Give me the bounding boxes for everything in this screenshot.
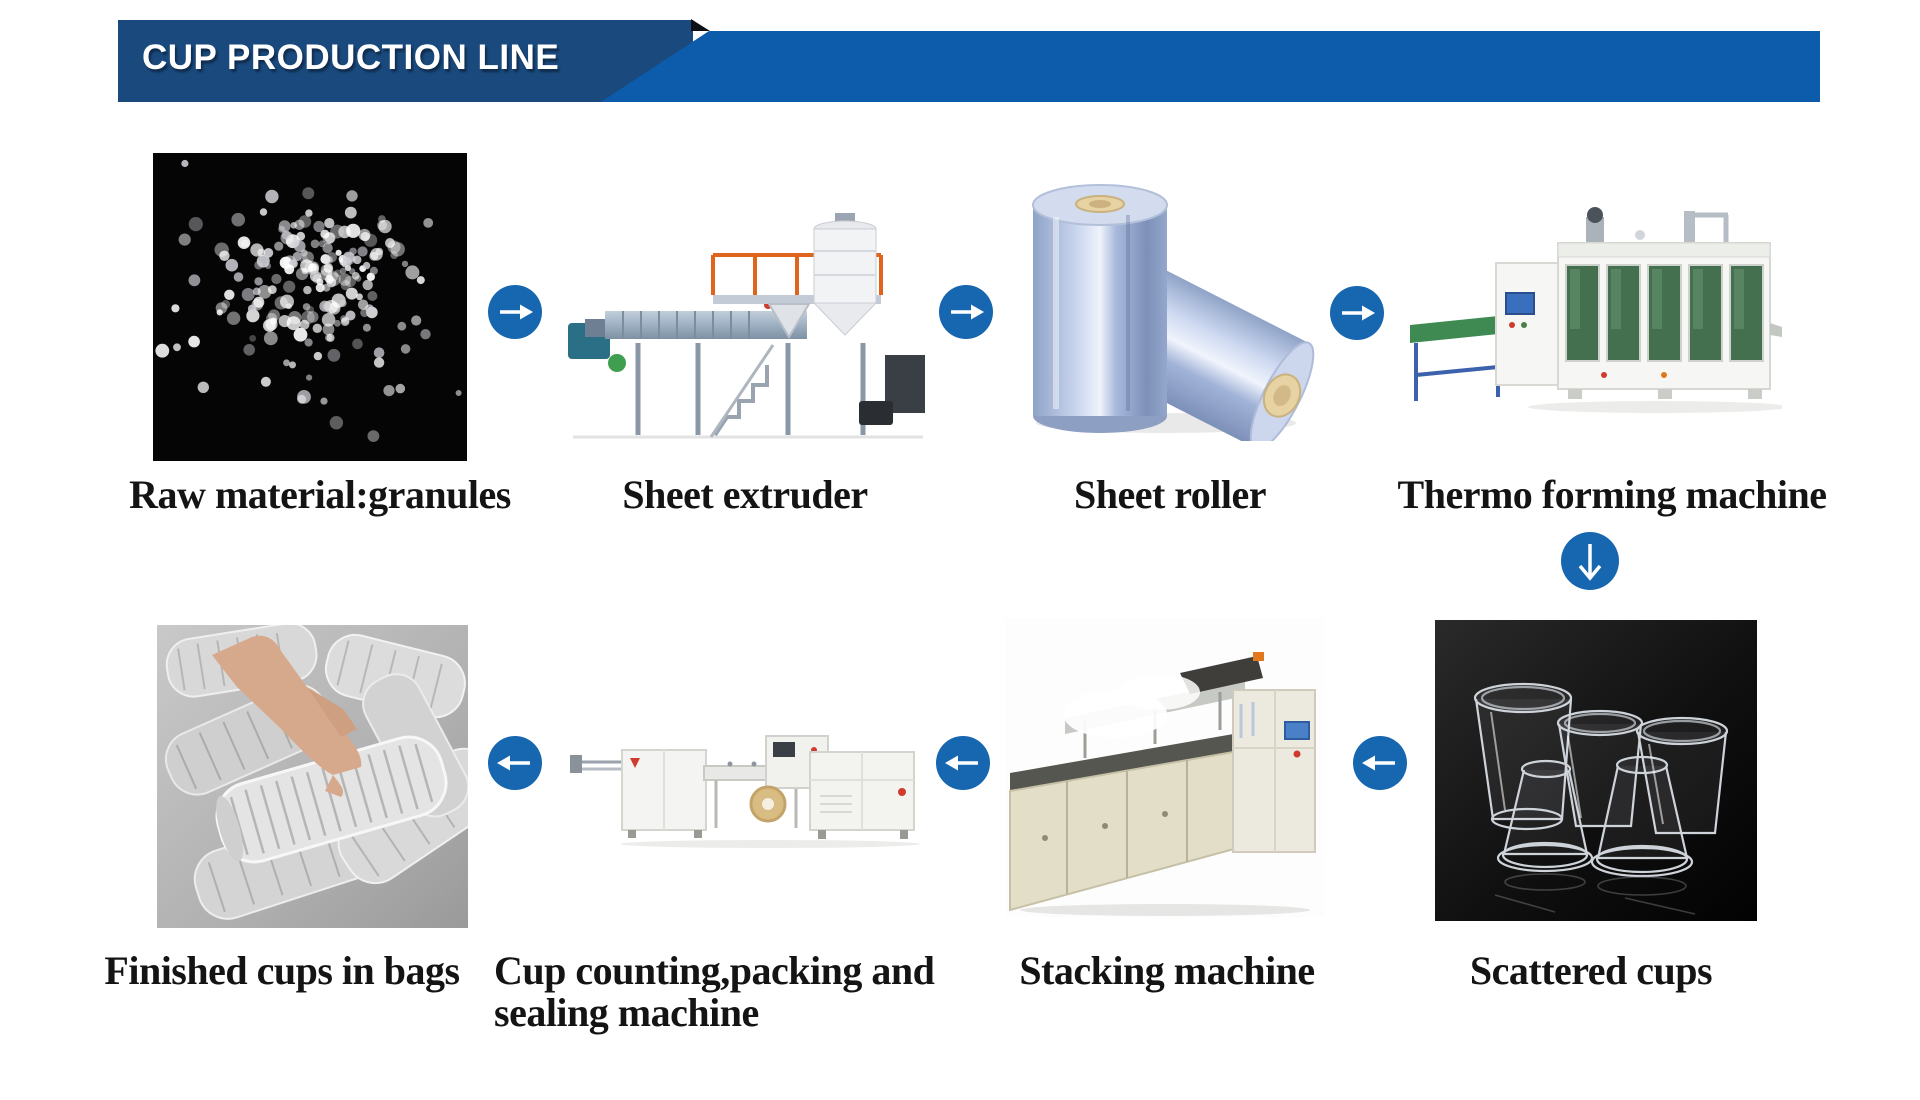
step-label-raw-material: Raw material:granules <box>129 472 511 517</box>
header-banner <box>118 20 693 102</box>
step-label-cup-packing: Cup counting,packing and sealing machine <box>494 948 935 1035</box>
arrow-down-icon <box>1561 532 1619 590</box>
stacking-machine-photo <box>1005 618 1324 917</box>
step-label-finished-cups: Finished cups in bags <box>104 948 460 993</box>
step-label-stacking-machine: Stacking machine <box>1019 948 1315 993</box>
step-label-cup-packing-line1: Cup counting,packing and <box>494 948 935 993</box>
header-fold-corner <box>691 19 710 31</box>
arrow-left-icon <box>1353 736 1407 790</box>
scattered-cups-photo <box>1435 620 1757 921</box>
finished-cups-photo <box>157 625 468 928</box>
step-label-sheet-extruder: Sheet extruder <box>622 472 868 517</box>
arrow-left-icon <box>936 736 990 790</box>
cup-packing-machine-photo <box>570 735 920 848</box>
header-ribbon <box>601 31 1820 102</box>
sheet-extruder-photo <box>568 213 925 439</box>
step-label-thermo-forming: Thermo forming machine <box>1397 472 1827 517</box>
step-label-sheet-roller: Sheet roller <box>1073 472 1267 517</box>
step-label-cup-packing-line2: sealing machine <box>494 990 759 1035</box>
step-label-scattered-cups: Scattered cups <box>1469 948 1713 993</box>
arrow-right-icon <box>1330 286 1384 340</box>
thermo-forming-machine-photo <box>1410 207 1782 413</box>
raw-granules-photo <box>153 153 467 461</box>
sheet-roller-photo <box>1032 184 1315 441</box>
arrow-left-icon <box>488 736 542 790</box>
arrow-right-icon <box>939 285 993 339</box>
page-title: CUP PRODUCTION LINE <box>142 38 560 77</box>
arrow-right-icon <box>488 285 542 339</box>
